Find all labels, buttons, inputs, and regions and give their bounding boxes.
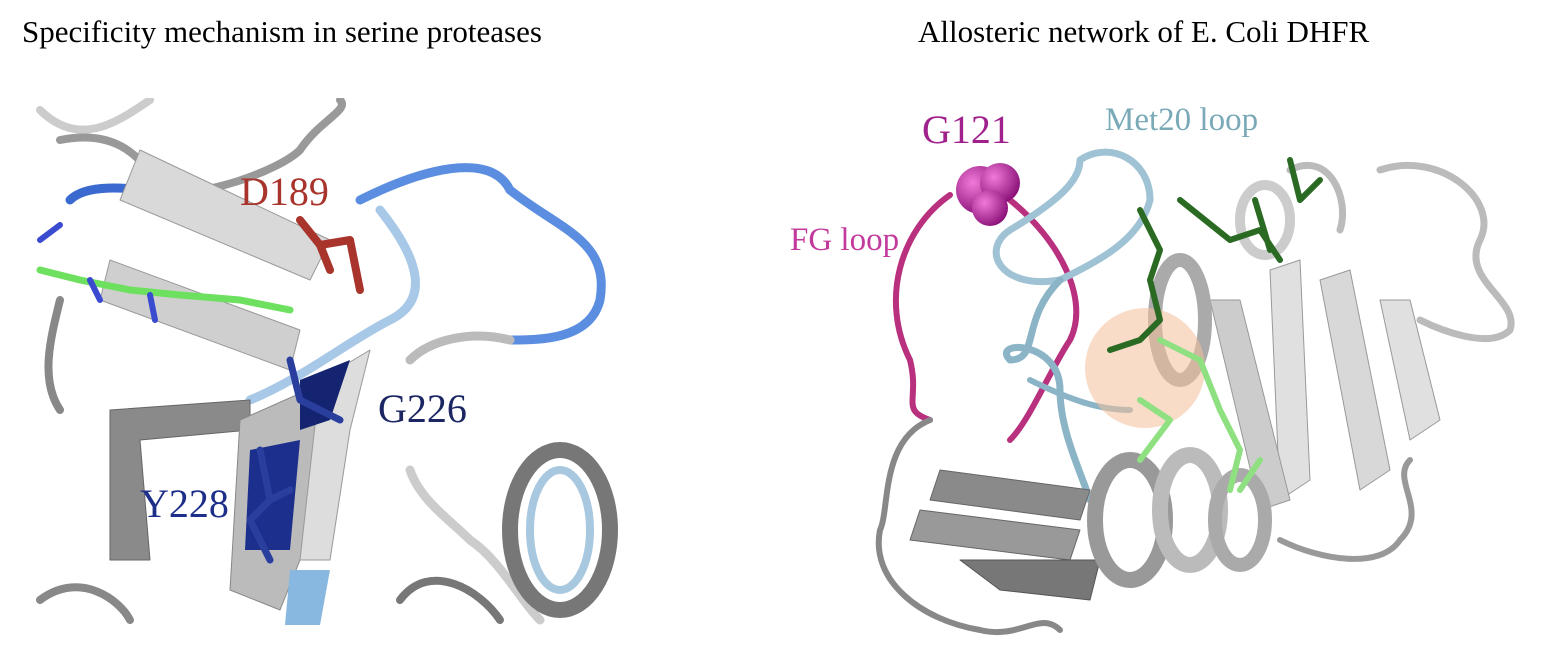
right-panel-title: Allosteric network of E. Coli DHFR: [918, 14, 1370, 49]
label-g121: G121: [922, 107, 1011, 152]
dhfr-structure: [875, 148, 1515, 636]
label-met20-loop: Met20 loop: [1105, 102, 1258, 138]
label-d189: D189: [240, 169, 329, 214]
label-fg-loop: FG loop: [790, 222, 899, 258]
left-panel-title: Specificity mechanism in serine protease…: [22, 14, 542, 49]
serine-protease-structure: [36, 98, 618, 625]
label-g226: G226: [378, 386, 467, 431]
label-y228: Y228: [140, 481, 229, 526]
